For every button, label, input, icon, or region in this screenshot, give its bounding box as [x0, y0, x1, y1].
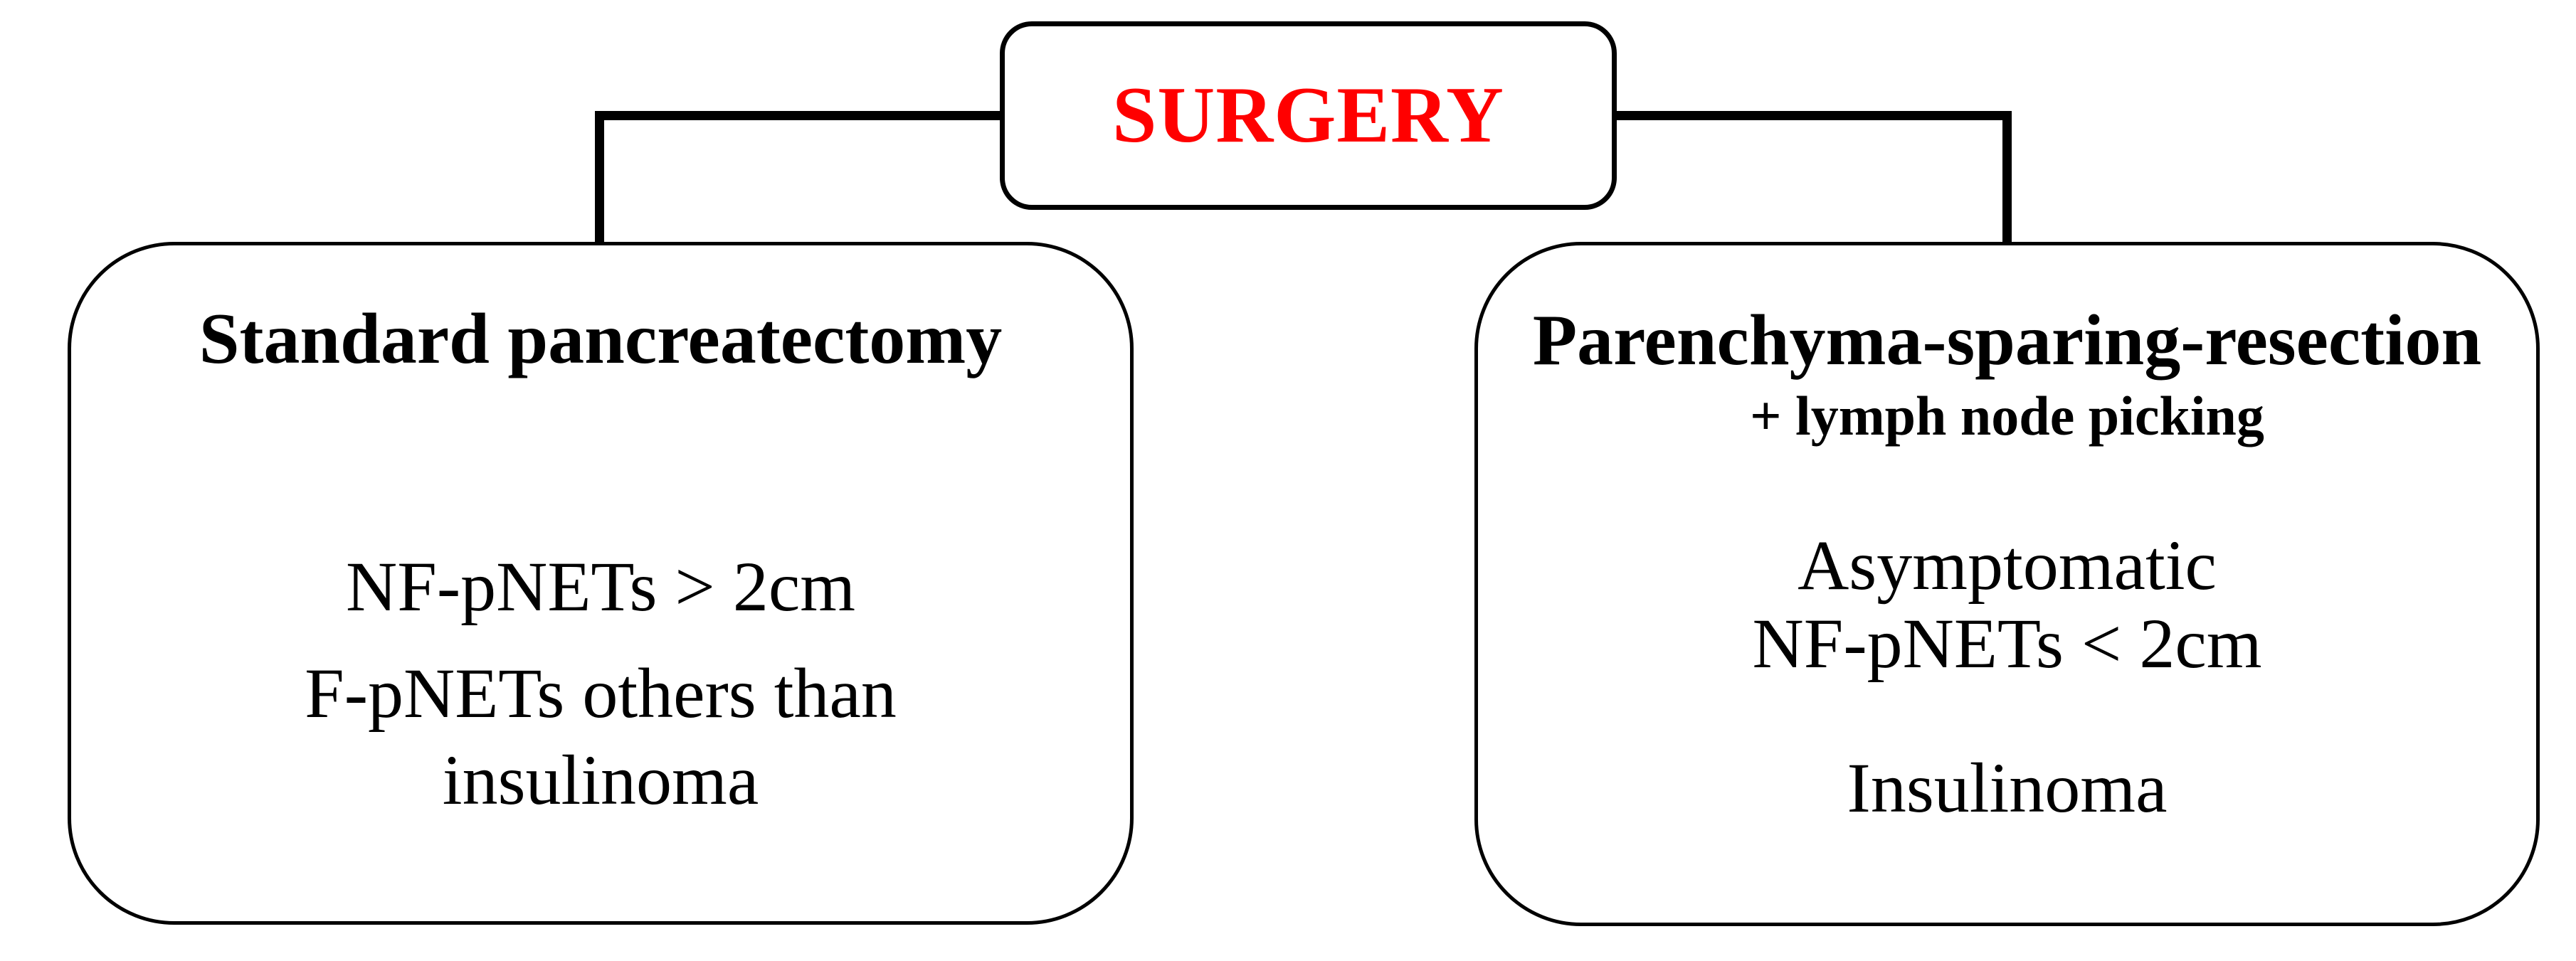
- surgery-node: SURGERY: [1000, 21, 1617, 210]
- surgery-label: SURGERY: [1112, 71, 1504, 159]
- sparing-indication-asymptomatic: Asymptomatic: [1798, 526, 2217, 605]
- connector-right-vertical: [2002, 111, 2012, 246]
- connector-left-vertical: [595, 111, 604, 246]
- standard-pancreatectomy-node: Standard pancreatectomy NF-pNETs > 2cm F…: [68, 242, 1134, 925]
- standard-pancreatectomy-title: Standard pancreatectomy: [199, 299, 1003, 379]
- standard-indication-nf-pnets: NF-pNETs > 2cm: [345, 547, 855, 626]
- parenchyma-sparing-resection-node: Parenchyma-sparing-resection + lymph nod…: [1474, 242, 2540, 926]
- lymph-node-picking-subtitle: + lymph node picking: [1750, 385, 2264, 447]
- parenchyma-sparing-title: Parenchyma-sparing-resection: [1532, 300, 2482, 381]
- sparing-indication-insulinoma: Insulinoma: [1847, 748, 2168, 827]
- sparing-indication-nf-pnets: NF-pNETs < 2cm: [1752, 604, 2262, 683]
- connector-left-horizontal: [595, 111, 1004, 120]
- standard-indication-f-pnets-line2: insulinoma: [442, 740, 759, 819]
- connector-right-horizontal: [1612, 111, 2012, 120]
- standard-indication-f-pnets-line1: F-pNETs others than: [305, 654, 897, 733]
